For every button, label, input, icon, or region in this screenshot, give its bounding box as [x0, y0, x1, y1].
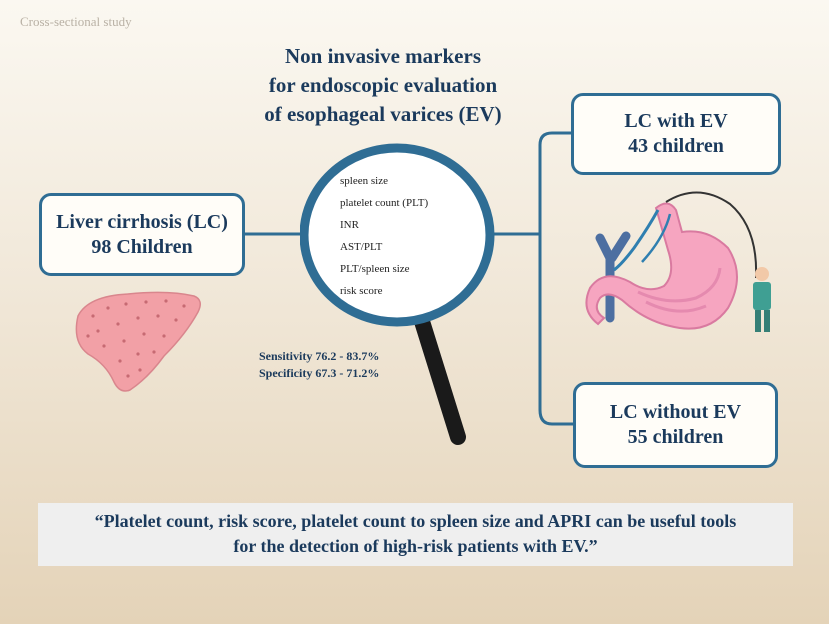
liver-illustration	[75, 291, 201, 392]
title-line-2: for endoscopic evaluation	[268, 73, 498, 97]
quote-line-2: for the detection of high-risk patients …	[233, 536, 598, 556]
ev-box-line-1: LC with EV	[624, 110, 728, 132]
connector-branch	[538, 131, 573, 426]
marker-item: PLT/spleen size	[340, 263, 410, 275]
marker-item: platelet count (PLT)	[340, 197, 429, 209]
noev-box-line-2: 55 children	[627, 426, 724, 448]
stomach-endoscopy-illustration	[585, 191, 771, 332]
lc-with-ev-box: LC with EV 43 children	[571, 93, 781, 175]
conclusion-quote: “Platelet count, risk score, platelet co…	[38, 503, 793, 566]
marker-item: spleen size	[340, 175, 388, 187]
magnifying-glass-icon	[300, 143, 495, 445]
lc-without-ev-box: LC without EV 55 children	[573, 382, 778, 468]
marker-item: risk score	[340, 285, 383, 297]
accuracy-stats: Sensitivity 76.2 - 83.7% Specificity 67.…	[259, 348, 379, 382]
infographic-title: Non invasive markers for endoscopic eval…	[238, 42, 528, 129]
title-line-3: of esophageal varices (EV)	[264, 102, 502, 126]
title-line-1: Non invasive markers	[285, 44, 481, 68]
marker-item: AST/PLT	[340, 241, 383, 253]
sensitivity-text: Sensitivity 76.2 - 83.7%	[259, 349, 380, 363]
marker-item: INR	[340, 219, 359, 231]
quote-line-1: “Platelet count, risk score, platelet co…	[94, 511, 737, 531]
specificity-text: Specificity 67.3 - 71.2%	[259, 366, 380, 380]
lc-box-line-2: 98 Children	[91, 235, 193, 258]
ev-box-line-2: 43 children	[628, 135, 724, 157]
noev-box-line-1: LC without EV	[609, 401, 742, 423]
lc-box-line-1: Liver cirrhosis (LC)	[56, 210, 228, 233]
marker-list: spleen size platelet count (PLT) INR AST…	[340, 170, 428, 302]
liver-cirrhosis-box: Liver cirrhosis (LC) 98 Children	[39, 193, 245, 276]
study-type-label: Cross-sectional study	[20, 14, 132, 29]
